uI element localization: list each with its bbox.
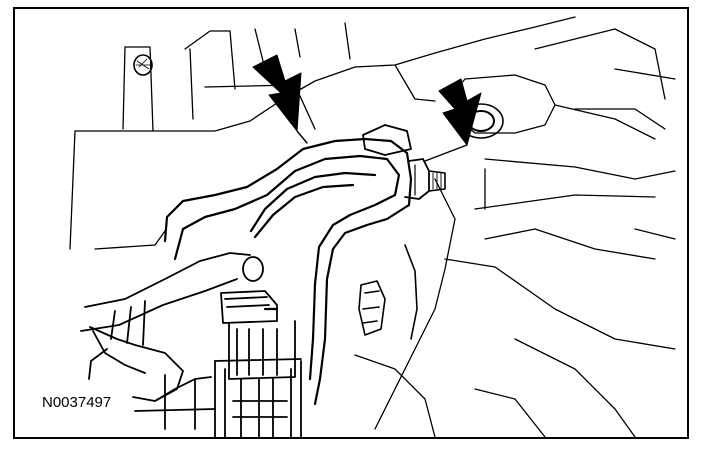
- callout-leaders: [296, 130, 468, 162]
- callout-arrow-left: [252, 54, 302, 132]
- engine-block-outline: [69, 16, 676, 437]
- harness-clip: [358, 244, 418, 340]
- bracket-nut: [362, 124, 446, 200]
- electrical-connector: [214, 290, 302, 437]
- callout-arrow-right: [438, 78, 482, 146]
- illustration-frame: N0037497: [13, 7, 689, 439]
- engine-bracket-drawing: [69, 16, 676, 437]
- figure-id-label: N0037497: [39, 394, 115, 412]
- casting-stud: [133, 54, 153, 76]
- exhaust-bracket: [163, 137, 413, 406]
- wiring-harness: [80, 252, 264, 430]
